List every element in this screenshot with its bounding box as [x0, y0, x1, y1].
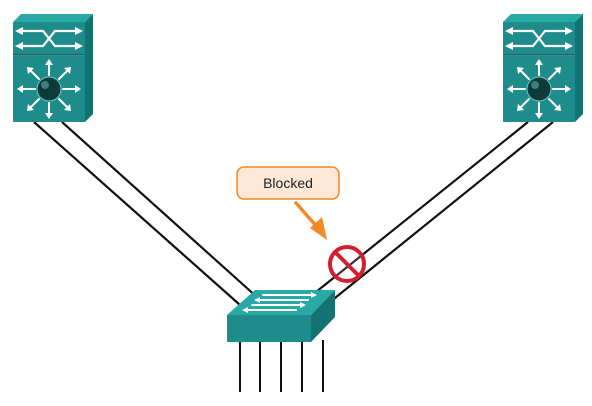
link-right-upper: [315, 121, 529, 293]
link-left-outer: [33, 121, 241, 306]
multilayer-switch-icon: [503, 14, 583, 122]
links: [33, 121, 554, 306]
callout-label: Blocked: [263, 175, 313, 191]
access-switch-icon: [227, 290, 335, 392]
blocked-port-icon: [328, 245, 366, 283]
blocked-callout: Blocked: [236, 166, 340, 240]
multilayer-switch-icon: [13, 14, 93, 122]
link-left-inner: [61, 121, 259, 299]
callout-arrow-icon: [294, 201, 327, 240]
link-right-lower: [329, 121, 554, 303]
downlink-cables: [239, 340, 324, 392]
